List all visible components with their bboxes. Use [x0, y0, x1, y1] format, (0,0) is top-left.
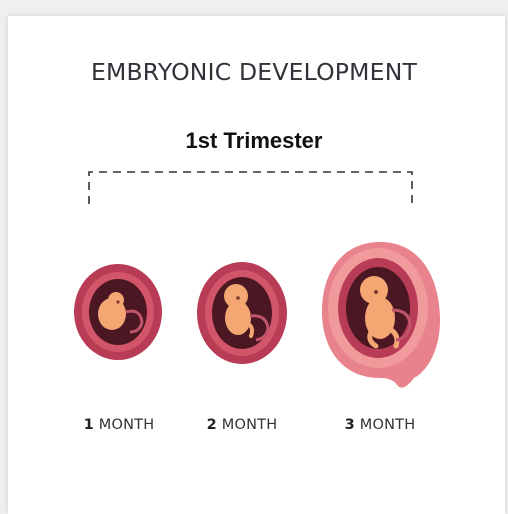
trimester-bracket	[88, 171, 413, 204]
stage-label-3: 3 MONTH	[315, 417, 445, 433]
stage-number-1: 1	[83, 417, 94, 433]
stage-unit-2: MONTH	[221, 417, 278, 433]
trimester-heading: 1st Trimester	[185, 128, 323, 153]
stage-unit-1: MONTH	[98, 417, 155, 433]
embryo-2-month-icon	[197, 262, 287, 364]
stage-number-2: 2	[206, 417, 217, 433]
stage-label-1: 1 MONTH	[54, 417, 184, 433]
embryo-1-month-icon	[74, 264, 162, 360]
stage-unit-3: MONTH	[359, 417, 416, 433]
diagram-title: EMBRYONIC DEVELOPMENT	[90, 58, 418, 86]
stage-number-3: 3	[344, 417, 355, 433]
embryo-3-month-icon	[322, 242, 440, 388]
stage-label-2: 2 MONTH	[177, 417, 307, 433]
